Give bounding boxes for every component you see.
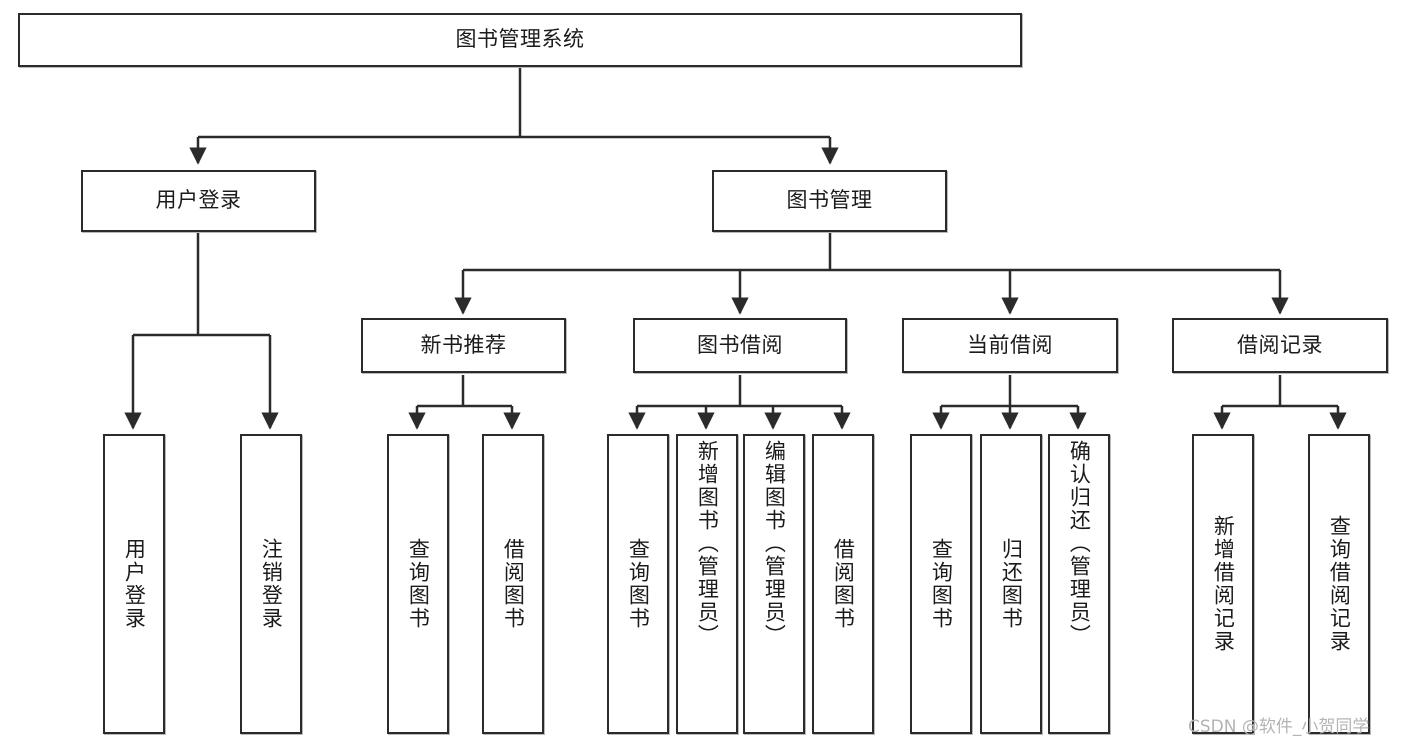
- node-leaf-query-record[interactable]: 查询借阅记录: [1308, 434, 1370, 734]
- node-leaf-query-book-1[interactable]: 查询图书: [387, 434, 449, 734]
- node-leaf-add-record-label: 新增借阅记录: [1211, 515, 1236, 653]
- node-leaf-query-book-2-label: 查询图书: [626, 538, 651, 630]
- node-book-borrow[interactable]: 图书借阅: [633, 318, 847, 373]
- node-leaf-user-login[interactable]: 用户登录: [103, 434, 165, 734]
- node-new-book-rec-label: 新书推荐: [420, 332, 507, 357]
- node-leaf-add-record[interactable]: 新增借阅记录: [1192, 434, 1254, 734]
- node-leaf-query-book-2[interactable]: 查询图书: [607, 434, 669, 734]
- node-user-login[interactable]: 用户登录: [81, 170, 316, 232]
- node-leaf-user-logout-label: 注销登录: [259, 538, 284, 630]
- node-root-label: 图书管理系统: [455, 27, 585, 52]
- node-borrow-record-label: 借阅记录: [1237, 332, 1323, 357]
- watermark-text: CSDN @软件_小贺同学: [1188, 717, 1370, 737]
- node-leaf-confirm-return[interactable]: 确认归还（管理员）: [1048, 434, 1110, 734]
- node-leaf-return-book[interactable]: 归还图书: [980, 434, 1042, 734]
- node-leaf-edit-book-label: 编辑图书（管理员）: [762, 440, 787, 647]
- node-user-login-label: 用户登录: [155, 188, 242, 213]
- node-leaf-query-book-3-label: 查询图书: [929, 538, 954, 630]
- node-leaf-query-book-3[interactable]: 查询图书: [910, 434, 972, 734]
- node-current-borrow[interactable]: 当前借阅: [902, 318, 1118, 373]
- node-leaf-confirm-return-label: 确认归还（管理员）: [1067, 440, 1092, 647]
- node-leaf-return-book-label: 归还图书: [999, 538, 1024, 630]
- node-leaf-borrow-book-1-label: 借阅图书: [501, 538, 526, 630]
- node-leaf-query-record-label: 查询借阅记录: [1327, 515, 1352, 653]
- node-new-book-rec[interactable]: 新书推荐: [361, 318, 566, 373]
- node-leaf-borrow-book-1[interactable]: 借阅图书: [482, 434, 544, 734]
- node-leaf-user-logout[interactable]: 注销登录: [240, 434, 302, 734]
- node-leaf-query-book-1-label: 查询图书: [406, 538, 431, 630]
- node-current-borrow-label: 当前借阅: [967, 332, 1053, 357]
- node-leaf-borrow-book-2-label: 借阅图书: [831, 538, 856, 630]
- node-book-manage[interactable]: 图书管理: [712, 170, 947, 232]
- node-leaf-add-book-label: 新增图书（管理员）: [695, 440, 720, 647]
- node-leaf-borrow-book-2[interactable]: 借阅图书: [812, 434, 874, 734]
- node-leaf-add-book[interactable]: 新增图书（管理员）: [676, 434, 738, 734]
- node-book-borrow-label: 图书借阅: [697, 332, 783, 357]
- node-borrow-record[interactable]: 借阅记录: [1172, 318, 1388, 373]
- node-root[interactable]: 图书管理系统: [18, 13, 1022, 67]
- node-leaf-user-login-label: 用户登录: [122, 538, 147, 630]
- node-book-manage-label: 图书管理: [786, 188, 873, 213]
- node-leaf-edit-book[interactable]: 编辑图书（管理员）: [743, 434, 805, 734]
